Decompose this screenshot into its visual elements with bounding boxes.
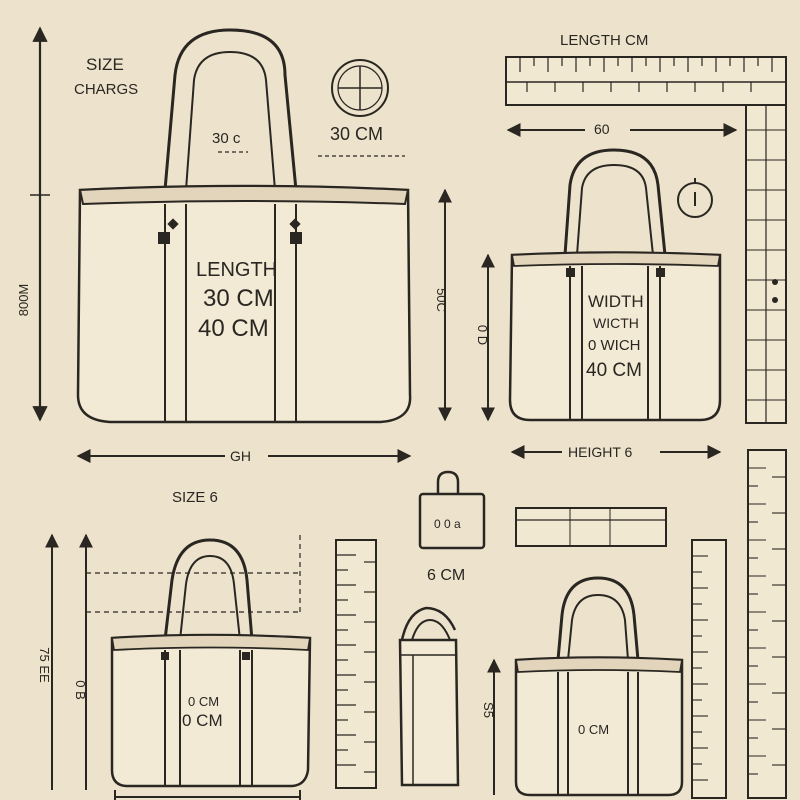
- left-height-dimension: 800M: [16, 26, 50, 422]
- large-bag-width-dimension: GH: [76, 448, 412, 464]
- hang-tag-icon: 0 0 a: [418, 470, 486, 550]
- medium-bag-height-dimension: 0 D: [475, 253, 495, 422]
- right-bag-height-dimension: S5: [481, 658, 501, 795]
- clock-icon: [331, 59, 389, 117]
- large-bag-handle-outer: [163, 28, 298, 191]
- horizontal-ruler-middle: [515, 507, 667, 547]
- large-bag-rivet-left: [167, 218, 179, 230]
- right-bag-text: 0 CM: [578, 722, 609, 737]
- vertical-ruler-middle: [335, 539, 377, 789]
- side-view-bag: [398, 606, 460, 787]
- timer-icon: [677, 178, 713, 218]
- small-bag-width-dimension: [114, 790, 301, 800]
- vertical-ruler-bottom-b: [747, 449, 787, 799]
- clock-caption: 30 CM: [330, 124, 383, 144]
- large-bag-height-dimension: 50C: [434, 188, 452, 422]
- length-cm-title: LENGTH CM: [560, 32, 648, 49]
- large-bag-rivet-right: [289, 218, 301, 230]
- medium-bag-width: WIDTH: [588, 292, 644, 311]
- size-charts-title-line1: SIZE: [86, 55, 124, 74]
- small-bag-side-label-2: 0 B: [73, 680, 88, 700]
- strap-measure-label: 30 c: [212, 130, 241, 147]
- large-bag-side-label: 50C: [434, 288, 449, 312]
- large-bag-length: LENGTH: [196, 259, 277, 281]
- right-small-tote-bag: 0 CM: [514, 576, 684, 797]
- vertical-ruler-right: [745, 104, 787, 424]
- small-bag-side-label-1: 75 EE: [37, 647, 52, 683]
- medium-bag-text-3: 0 WICH: [588, 337, 641, 354]
- small-tote-bag: 0 CM 0 CM: [110, 538, 312, 788]
- vertical-ruler-bottom-a: [691, 539, 727, 799]
- hang-tag-caption: 6 CM: [427, 567, 465, 584]
- large-bag-size-1: 30 CM: [203, 285, 274, 312]
- size-6-title: SIZE 6: [172, 489, 218, 506]
- height-6-label: HEIGHT 6: [568, 444, 633, 460]
- size-charts-title-line2: CHARGS: [74, 81, 138, 98]
- large-bag-width-label: GH: [230, 448, 251, 464]
- medium-bag-text-2: WICTH: [593, 315, 639, 331]
- large-bag-handle-inner: [185, 50, 276, 191]
- medium-bag-side-label: 0 D: [475, 325, 490, 345]
- hang-tag-text: 0 0 a: [434, 517, 461, 531]
- large-bag-size-2: 40 CM: [198, 315, 269, 342]
- height-6-dimension: HEIGHT 6: [510, 444, 722, 460]
- medium-tote-bag: WIDTH WICTH 0 WICH 40 CM: [508, 148, 722, 422]
- medium-bag-size: 40 CM: [586, 360, 642, 381]
- small-bag-dimensions-left: 75 EE 0 B: [37, 533, 301, 790]
- large-tote-bag: LENGTH 30 CM 40 CM: [76, 28, 412, 424]
- ruler-60-dimension: 60: [506, 121, 738, 137]
- small-bag-text-1: 0 CM: [188, 694, 219, 709]
- horizontal-ruler-top: [505, 56, 787, 106]
- ruler-60-label: 60: [594, 121, 610, 137]
- small-bag-text-2: 0 CM: [182, 711, 223, 730]
- right-bag-side-label: S5: [481, 702, 496, 718]
- left-height-label: 800M: [16, 284, 31, 317]
